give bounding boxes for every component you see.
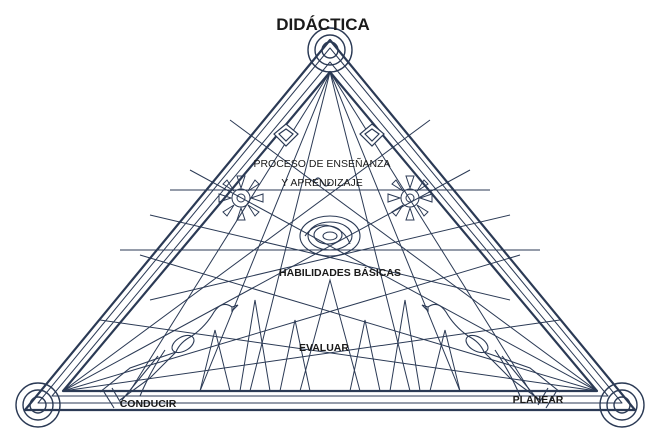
corner-rings bbox=[16, 28, 644, 427]
outer-triangle bbox=[25, 40, 635, 410]
skills-label: HABILIDADES BÁSICAS bbox=[279, 266, 401, 279]
triangle-frame bbox=[25, 40, 635, 410]
process-label-line1: PROCESO DE ENSEÑANZA bbox=[253, 157, 390, 170]
bottom-spikes bbox=[200, 280, 460, 391]
process-label-line2: Y APRENDIZAJE bbox=[281, 177, 363, 189]
plan-label: PLANEAR bbox=[513, 394, 564, 406]
bottom-right-ring bbox=[600, 383, 644, 427]
right-diamond-icon bbox=[360, 124, 384, 146]
top-ring bbox=[308, 28, 352, 72]
diamond-ornaments bbox=[274, 124, 384, 146]
left-bird-icon bbox=[100, 304, 238, 408]
left-diamond-icon bbox=[274, 124, 298, 146]
evaluate-label: EVALUAR bbox=[299, 342, 349, 354]
diagram-title: DIDÁCTICA bbox=[276, 15, 370, 34]
right-bird-icon bbox=[422, 304, 560, 408]
central-rose-icon bbox=[300, 216, 360, 256]
conduct-label: CONDUCIR bbox=[120, 398, 177, 410]
bottom-left-ring bbox=[16, 383, 60, 427]
right-sun-icon bbox=[388, 176, 432, 220]
